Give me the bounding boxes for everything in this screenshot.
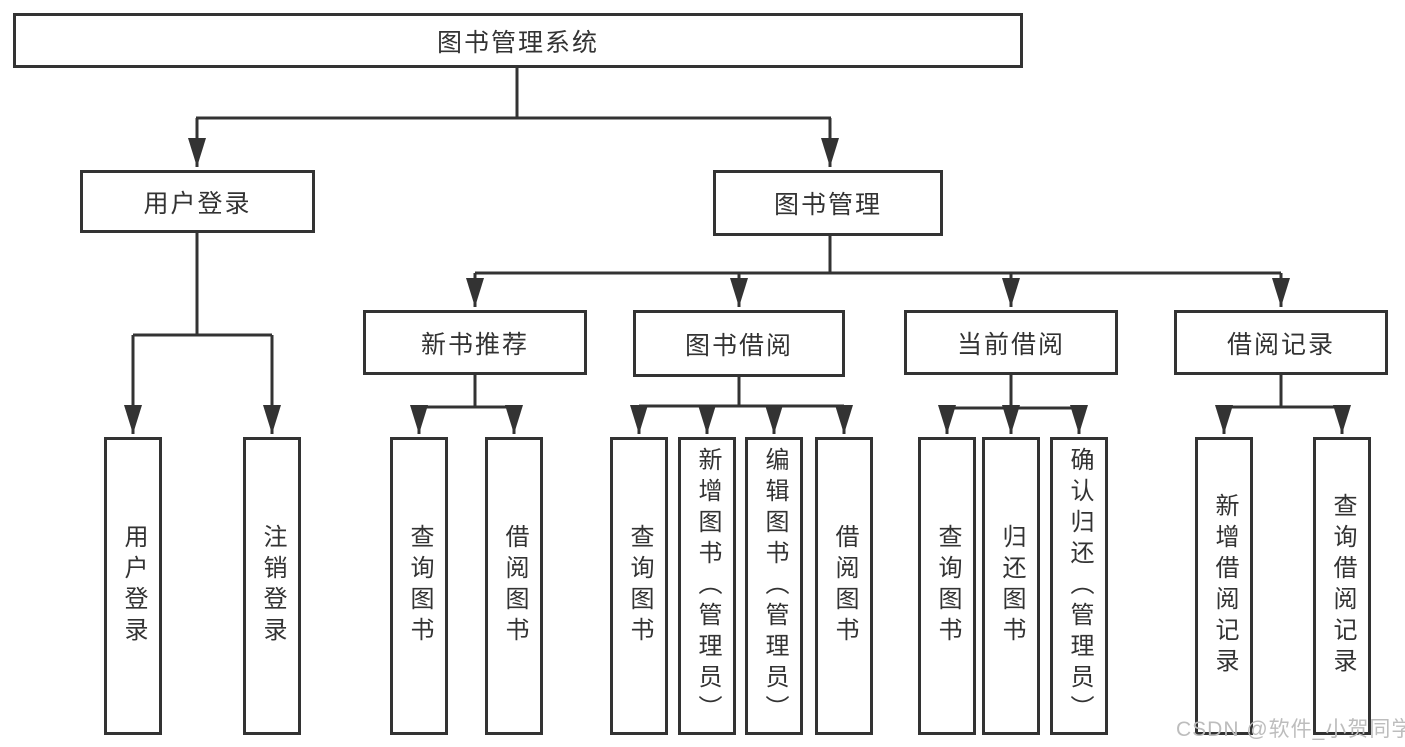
group-box-book-borrow: 图书借阅 xyxy=(633,310,845,377)
group-box-current-borrow: 当前借阅 xyxy=(904,310,1118,375)
leaf-box-borrow-books-2: 借阅图书 xyxy=(815,437,873,735)
leaf-box-query-books-3: 查询图书 xyxy=(918,437,976,735)
leaf-box-query-books-2: 查询图书 xyxy=(610,437,668,735)
leaf-box-query-borrow-record: 查询借阅记录 xyxy=(1313,437,1371,735)
root-box: 图书管理系统 xyxy=(13,13,1023,68)
group-box-new-book-recommend: 新书推荐 xyxy=(363,310,587,375)
leaf-box-borrow-books-1: 借阅图书 xyxy=(485,437,543,735)
leaf-box-user-login: 用户登录 xyxy=(104,437,162,735)
leaf-box-query-books-1: 查询图书 xyxy=(390,437,448,735)
branch-box-user-login: 用户登录 xyxy=(80,170,315,233)
leaf-box-return-books: 归还图书 xyxy=(982,437,1040,735)
leaf-box-add-books-admin: 新增图书（管理员） xyxy=(678,437,736,735)
group-box-borrow-records: 借阅记录 xyxy=(1174,310,1388,375)
leaf-box-confirm-return-admin: 确认归还（管理员） xyxy=(1050,437,1108,735)
leaf-box-edit-books-admin: 编辑图书（管理员） xyxy=(745,437,803,735)
watermark-text: CSDN @软件_小贺同学 xyxy=(1176,718,1405,741)
leaf-box-add-borrow-record: 新增借阅记录 xyxy=(1195,437,1253,735)
leaf-box-logout: 注销登录 xyxy=(243,437,301,735)
branch-box-book-management: 图书管理 xyxy=(713,170,943,236)
